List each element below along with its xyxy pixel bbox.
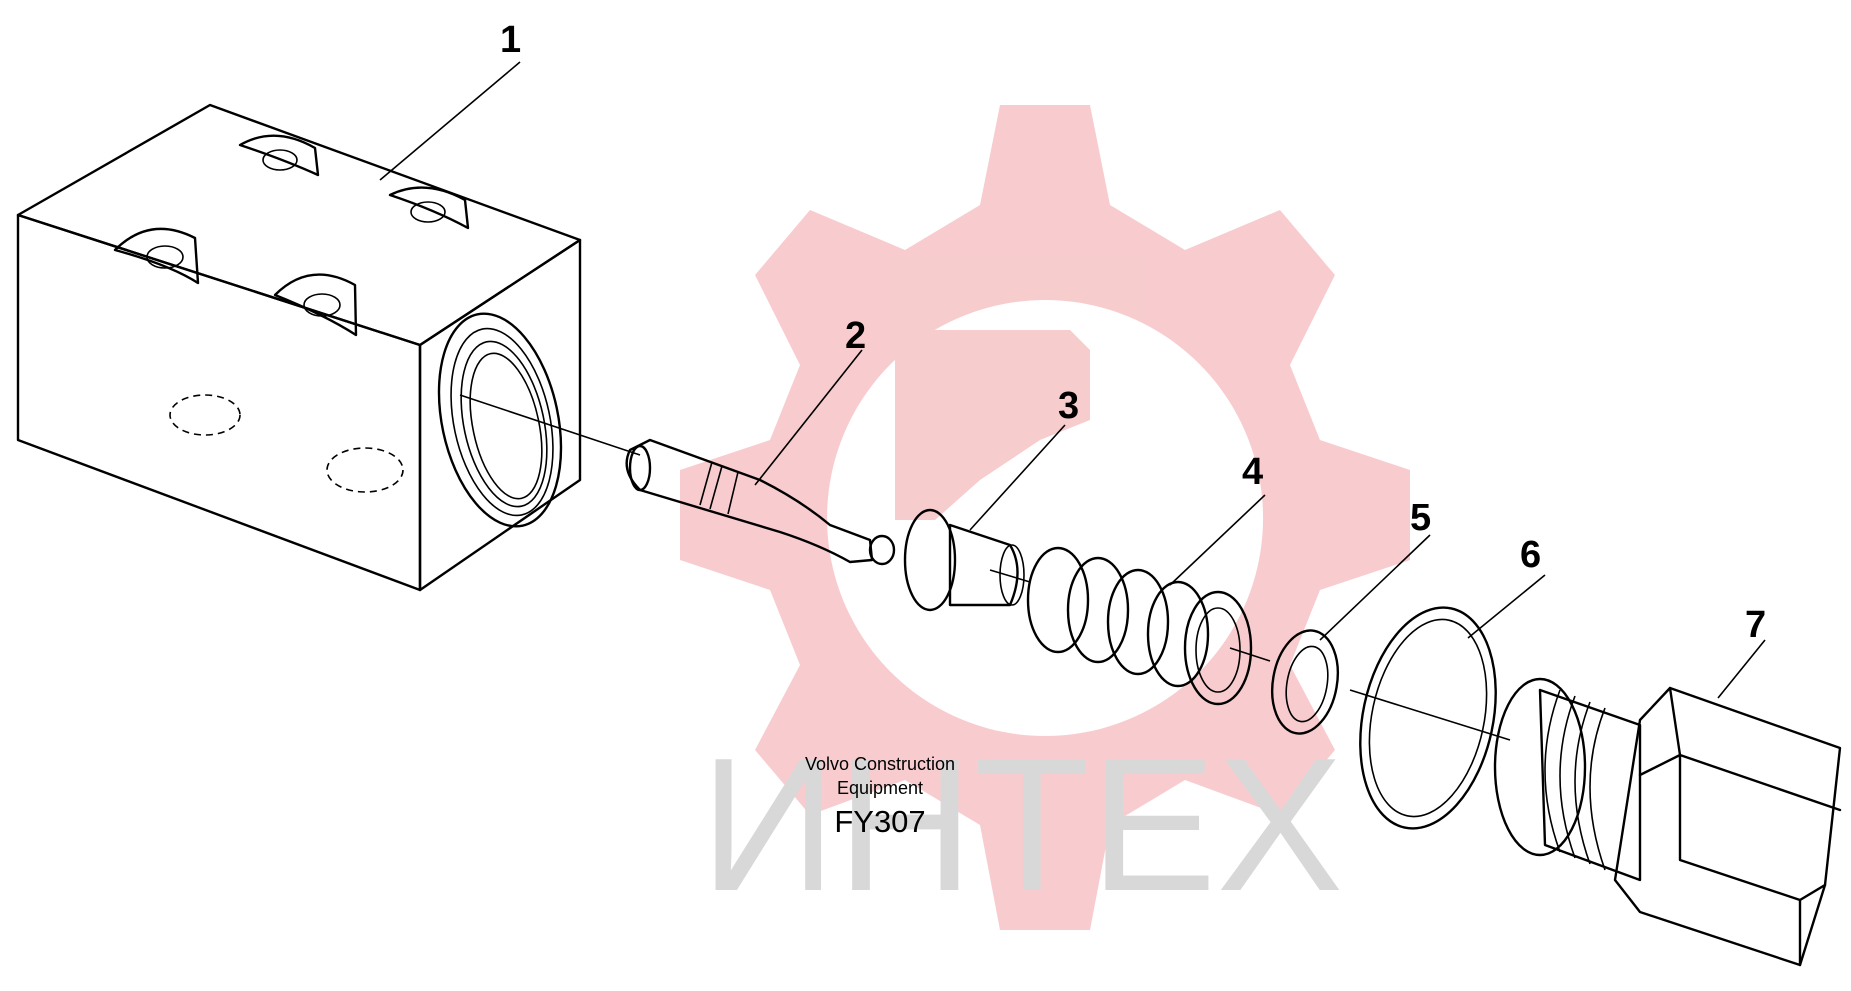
- callout-4: 4: [1242, 451, 1263, 493]
- part-5-washer: [1271, 629, 1339, 735]
- part-3-poppet: [903, 508, 1025, 612]
- part-7-plug: [1493, 677, 1842, 967]
- callout-7: 7: [1745, 604, 1766, 646]
- assembly-axis: [459, 394, 1511, 741]
- callout-numbers: 1 2 3 4 5 6 7: [500, 19, 1766, 646]
- caption-manufacturer-line2: Equipment: [836, 778, 924, 798]
- callout-5: 5: [1410, 497, 1431, 539]
- callout-3: 3: [1058, 385, 1079, 427]
- part-4-spring: [1026, 546, 1253, 706]
- watermark-text: ИНТЕХ: [700, 719, 1343, 931]
- callout-1: 1: [500, 19, 521, 61]
- leader-lines: [379, 61, 1766, 699]
- caption-diagram-code: FY307: [834, 804, 926, 839]
- part-6-o-ring: [1359, 606, 1497, 830]
- caption-manufacturer: Volvo Construction: [804, 754, 956, 774]
- callout-2: 2: [845, 315, 866, 357]
- part-2-plunger: [625, 438, 896, 566]
- part-1-valve-block: [16, 103, 582, 592]
- callout-6: 6: [1520, 534, 1541, 576]
- caption-block: Volvo Construction Equipment FY307: [740, 752, 1020, 840]
- watermark-gear-logo: [680, 105, 1410, 930]
